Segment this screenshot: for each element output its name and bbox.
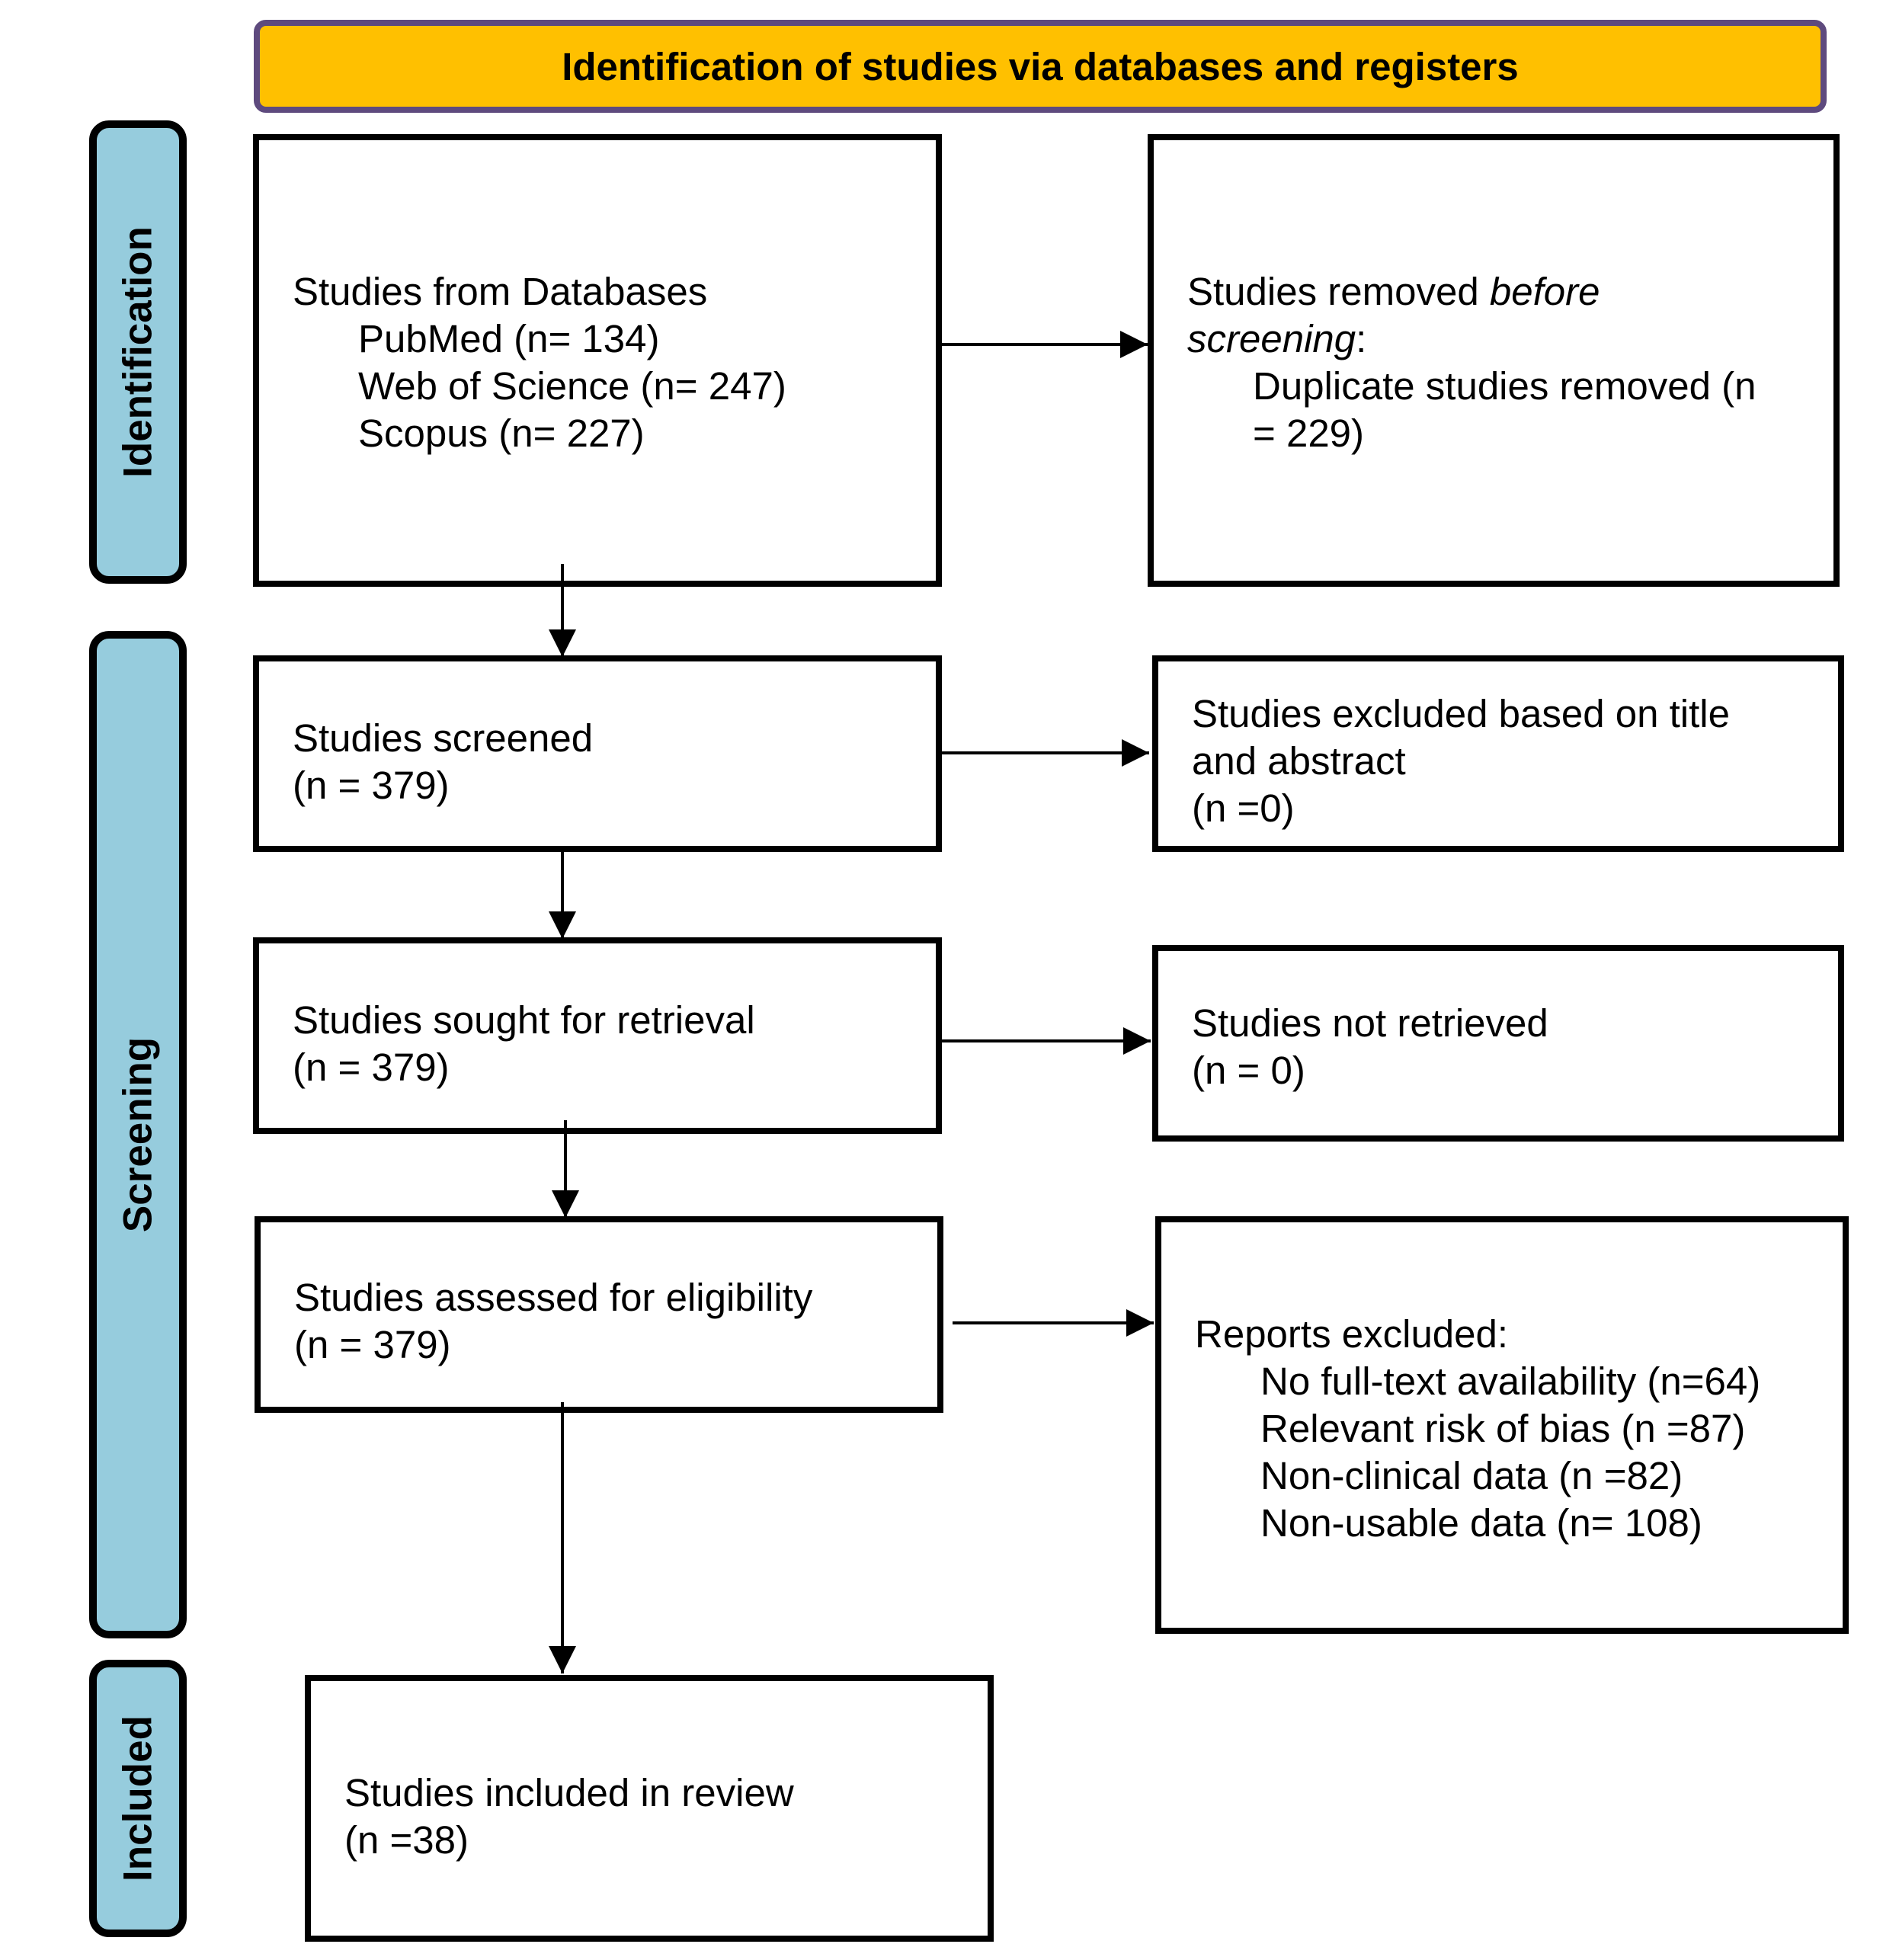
box-sought-retrieval: Studies sought for retrieval (n = 379) (253, 937, 942, 1134)
box-included-review: Studies included in review (n =38) (305, 1675, 994, 1942)
screened-line1: Studies screened (293, 716, 594, 760)
box-reports-excluded: Reports excluded: No full-text availabil… (1155, 1216, 1849, 1634)
removed-line2: screening: (1187, 317, 1367, 360)
excluded-title-line3: (n =0) (1192, 786, 1295, 830)
box-databases: Studies from Databases PubMed (n= 134) W… (253, 134, 942, 587)
included-line1: Studies included in review (344, 1771, 794, 1814)
box-excluded-title-abstract: Studies excluded based on title and abst… (1152, 655, 1844, 852)
box-removed-before-screening: Studies removed before screening: Duplic… (1148, 134, 1840, 587)
removed-duplicates-line2: = 229) (1253, 412, 1365, 455)
diagram-header: Identification of studies via databases … (254, 20, 1827, 113)
assessed-line2: (n = 379) (294, 1323, 451, 1366)
reports-excluded-item: No full-text availability (n=64) (1260, 1360, 1761, 1403)
reports-excluded-title: Reports excluded: (1195, 1312, 1509, 1356)
box-not-retrieved: Studies not retrieved (n = 0) (1152, 945, 1844, 1142)
phase-included: Included (89, 1660, 187, 1937)
included-line2: (n =38) (344, 1818, 469, 1862)
assessed-line1: Studies assessed for eligibility (294, 1276, 813, 1319)
sought-line2: (n = 379) (293, 1046, 450, 1089)
reports-excluded-item: Non-clinical data (n =82) (1260, 1454, 1683, 1497)
removed-duplicates-line1: Duplicate studies removed (n (1253, 364, 1757, 408)
databases-title: Studies from Databases (293, 270, 708, 313)
header-title: Identification of studies via databases … (562, 44, 1519, 88)
databases-item-pubmed: PubMed (n= 134) (358, 317, 660, 360)
box-assessed-eligibility: Studies assessed for eligibility (n = 37… (255, 1216, 943, 1413)
reports-excluded-item: Non-usable data (n= 108) (1260, 1501, 1702, 1545)
not-retrieved-line2: (n = 0) (1192, 1049, 1305, 1092)
databases-item-wos: Web of Science (n= 247) (358, 364, 786, 408)
excluded-title-line2: and abstract (1192, 739, 1406, 783)
not-retrieved-line1: Studies not retrieved (1192, 1001, 1548, 1045)
phase-screening: Screening (89, 631, 187, 1638)
phase-identification: Identification (89, 120, 187, 584)
databases-item-scopus: Scopus (n= 227) (358, 412, 645, 455)
removed-line1: Studies removed before (1187, 270, 1600, 313)
reports-excluded-item: Relevant risk of bias (n =87) (1260, 1407, 1746, 1450)
screened-line2: (n = 379) (293, 764, 450, 807)
box-screened: Studies screened (n = 379) (253, 655, 942, 852)
sought-line1: Studies sought for retrieval (293, 998, 755, 1042)
excluded-title-line1: Studies excluded based on title (1192, 692, 1730, 735)
